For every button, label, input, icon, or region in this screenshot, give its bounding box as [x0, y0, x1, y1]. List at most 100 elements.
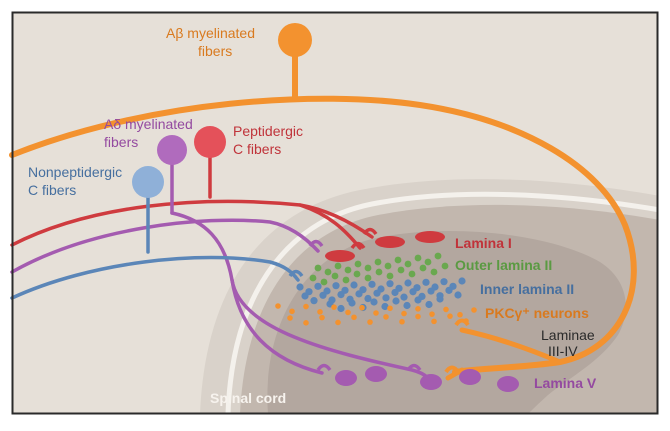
lamina-I-neuron — [325, 250, 355, 262]
lamina-V-neuron — [335, 370, 357, 386]
outer-lamina-II-label: Outer lamina II — [455, 257, 552, 273]
inner-lamina-II-dot — [370, 298, 378, 306]
pkc-neuron-dot — [383, 314, 389, 320]
peptidergic-terminal-2 — [350, 241, 366, 250]
inner-lamina-II-dot — [425, 300, 433, 309]
pkc-neuron-dot — [303, 320, 309, 326]
pkc-neuron-dot — [415, 313, 421, 320]
outer-lamina-II-dot — [374, 258, 382, 266]
outer-lamina-II-dot — [353, 270, 361, 278]
nonpeptidergic-cell-body — [132, 166, 164, 198]
adelta-fiber — [10, 161, 430, 380]
outer-lamina-II-dot — [404, 260, 412, 268]
outer-lamina-II-dot — [331, 272, 339, 280]
outer-lamina-II-dot — [434, 252, 442, 260]
pkc-neuron-dot — [289, 308, 295, 315]
inner-lamina-II-dot — [404, 279, 412, 287]
adelta-terminal-2 — [316, 363, 332, 372]
inner-lamina-II-dot — [445, 286, 453, 294]
nonpeptidergic-terminal — [288, 269, 304, 278]
inner-lamina-II-dot — [381, 302, 389, 311]
pkc-neuron-dot — [443, 306, 449, 313]
inner-lamina-II-dot — [319, 291, 327, 299]
abeta-label-line1: Aβ myelinated — [166, 25, 255, 41]
spinal-cord-label: Spinal cord — [210, 390, 286, 406]
nonpeptidergic-label-line1: Nonpeptidergic — [28, 164, 122, 180]
outer-lamina-II-dot — [419, 264, 427, 272]
outer-lamina-II-dot — [344, 266, 352, 274]
frame-border — [11, 11, 659, 415]
inner-lamina-II-dot — [337, 290, 345, 299]
inner-lamina-II-dots — [296, 277, 466, 313]
inner-lamina-II-dot — [314, 282, 322, 290]
lamina-I-neurons — [325, 231, 445, 262]
outer-lamina-II-dot — [375, 268, 383, 276]
lamina-V-label: Lamina V — [534, 375, 597, 391]
pkc-neuron-dot — [351, 314, 357, 321]
inner-lamina-II-dot — [301, 292, 309, 300]
abeta-terminal-2 — [454, 318, 470, 327]
pkc-neuron-dot — [317, 309, 323, 315]
inner-lamina-II-dot — [382, 294, 390, 302]
pkc-neuron-dot — [447, 313, 453, 319]
pkc-neuron-dot — [373, 310, 379, 316]
pkc-neuron-dot — [457, 311, 463, 318]
adelta-terminal-1 — [308, 239, 324, 248]
inner-lamina-II-dot — [368, 280, 376, 288]
outer-lamina-II-dot — [342, 276, 350, 284]
lamina-V-neuron — [365, 366, 387, 382]
adelta-terminal-3 — [406, 363, 422, 372]
inner-lamina-II-dot — [391, 288, 399, 297]
lamina-V-neurons — [335, 366, 519, 392]
outer-lamina-II-dot — [424, 258, 432, 266]
adelta-label-line2: fibers — [104, 134, 138, 150]
inner-lamina-II-dot — [373, 289, 381, 297]
outer-lamina-II-dot — [414, 254, 422, 262]
inner-lamina-II-dot — [392, 297, 400, 305]
pkc-neuron-dot — [359, 304, 365, 311]
inner-lamina-II-dot — [386, 280, 394, 288]
pkc-neuron-dot — [471, 307, 477, 313]
pkc-neuron-dot — [415, 306, 421, 312]
pkc-neuron-dot — [319, 314, 325, 321]
pkc-neuron-dot — [431, 318, 437, 325]
nonpeptidergic-label-line2: C fibers — [28, 182, 76, 198]
outer-lamina-II-dot — [334, 262, 342, 270]
pkc-neuron-dot — [367, 319, 373, 325]
laminae-III-IV-label-line1: Laminae — [541, 327, 595, 343]
inner-lamina-II-dot — [454, 291, 462, 299]
outer-lamina-II-dot — [394, 256, 402, 264]
inner-lamina-II-dot — [458, 277, 466, 285]
pkc-neuron-dot — [303, 303, 309, 310]
adelta-cell-body — [157, 135, 187, 165]
pkc-neuron-dots — [275, 303, 477, 326]
lamina-V-neuron — [497, 376, 519, 392]
outer-lamina-II-dot — [397, 266, 405, 274]
pkc-neuron-dot — [287, 315, 293, 321]
outer-lamina-II-dot — [309, 274, 317, 282]
peptidergic-label-line1: Peptidergic — [233, 123, 303, 139]
outer-lamina-II-dot — [384, 262, 392, 270]
inner-lamina-II-dot — [427, 287, 435, 295]
outer-lamina-II-dot — [408, 270, 416, 278]
inner-lamina-II-dot — [400, 293, 408, 301]
peptidergic-terminal — [362, 227, 378, 236]
nonpeptidergic-fiber — [10, 194, 300, 300]
outer-lamina-II-dot — [430, 268, 438, 276]
pkc-neuron-dot — [401, 310, 407, 317]
inner-lamina-II-dot — [436, 295, 444, 303]
peptidergic-label-line2: C fibers — [233, 141, 281, 157]
lamina-V-neuron — [459, 369, 481, 385]
laminae-III-IV-label-line2: III-IV — [548, 343, 578, 359]
outer-lamina-II-dot — [354, 260, 362, 268]
inner-lamina-II-dot — [310, 297, 318, 305]
pkc-neuron-dot — [335, 319, 341, 326]
pkc-neuron-dot — [429, 311, 435, 317]
abeta-cell-body — [278, 23, 312, 57]
inner-lamina-II-dot — [337, 304, 345, 313]
outer-lamina-II-dot — [441, 262, 449, 270]
pkc-neuron-dot — [387, 305, 393, 312]
inner-lamina-II-dot — [332, 282, 340, 290]
